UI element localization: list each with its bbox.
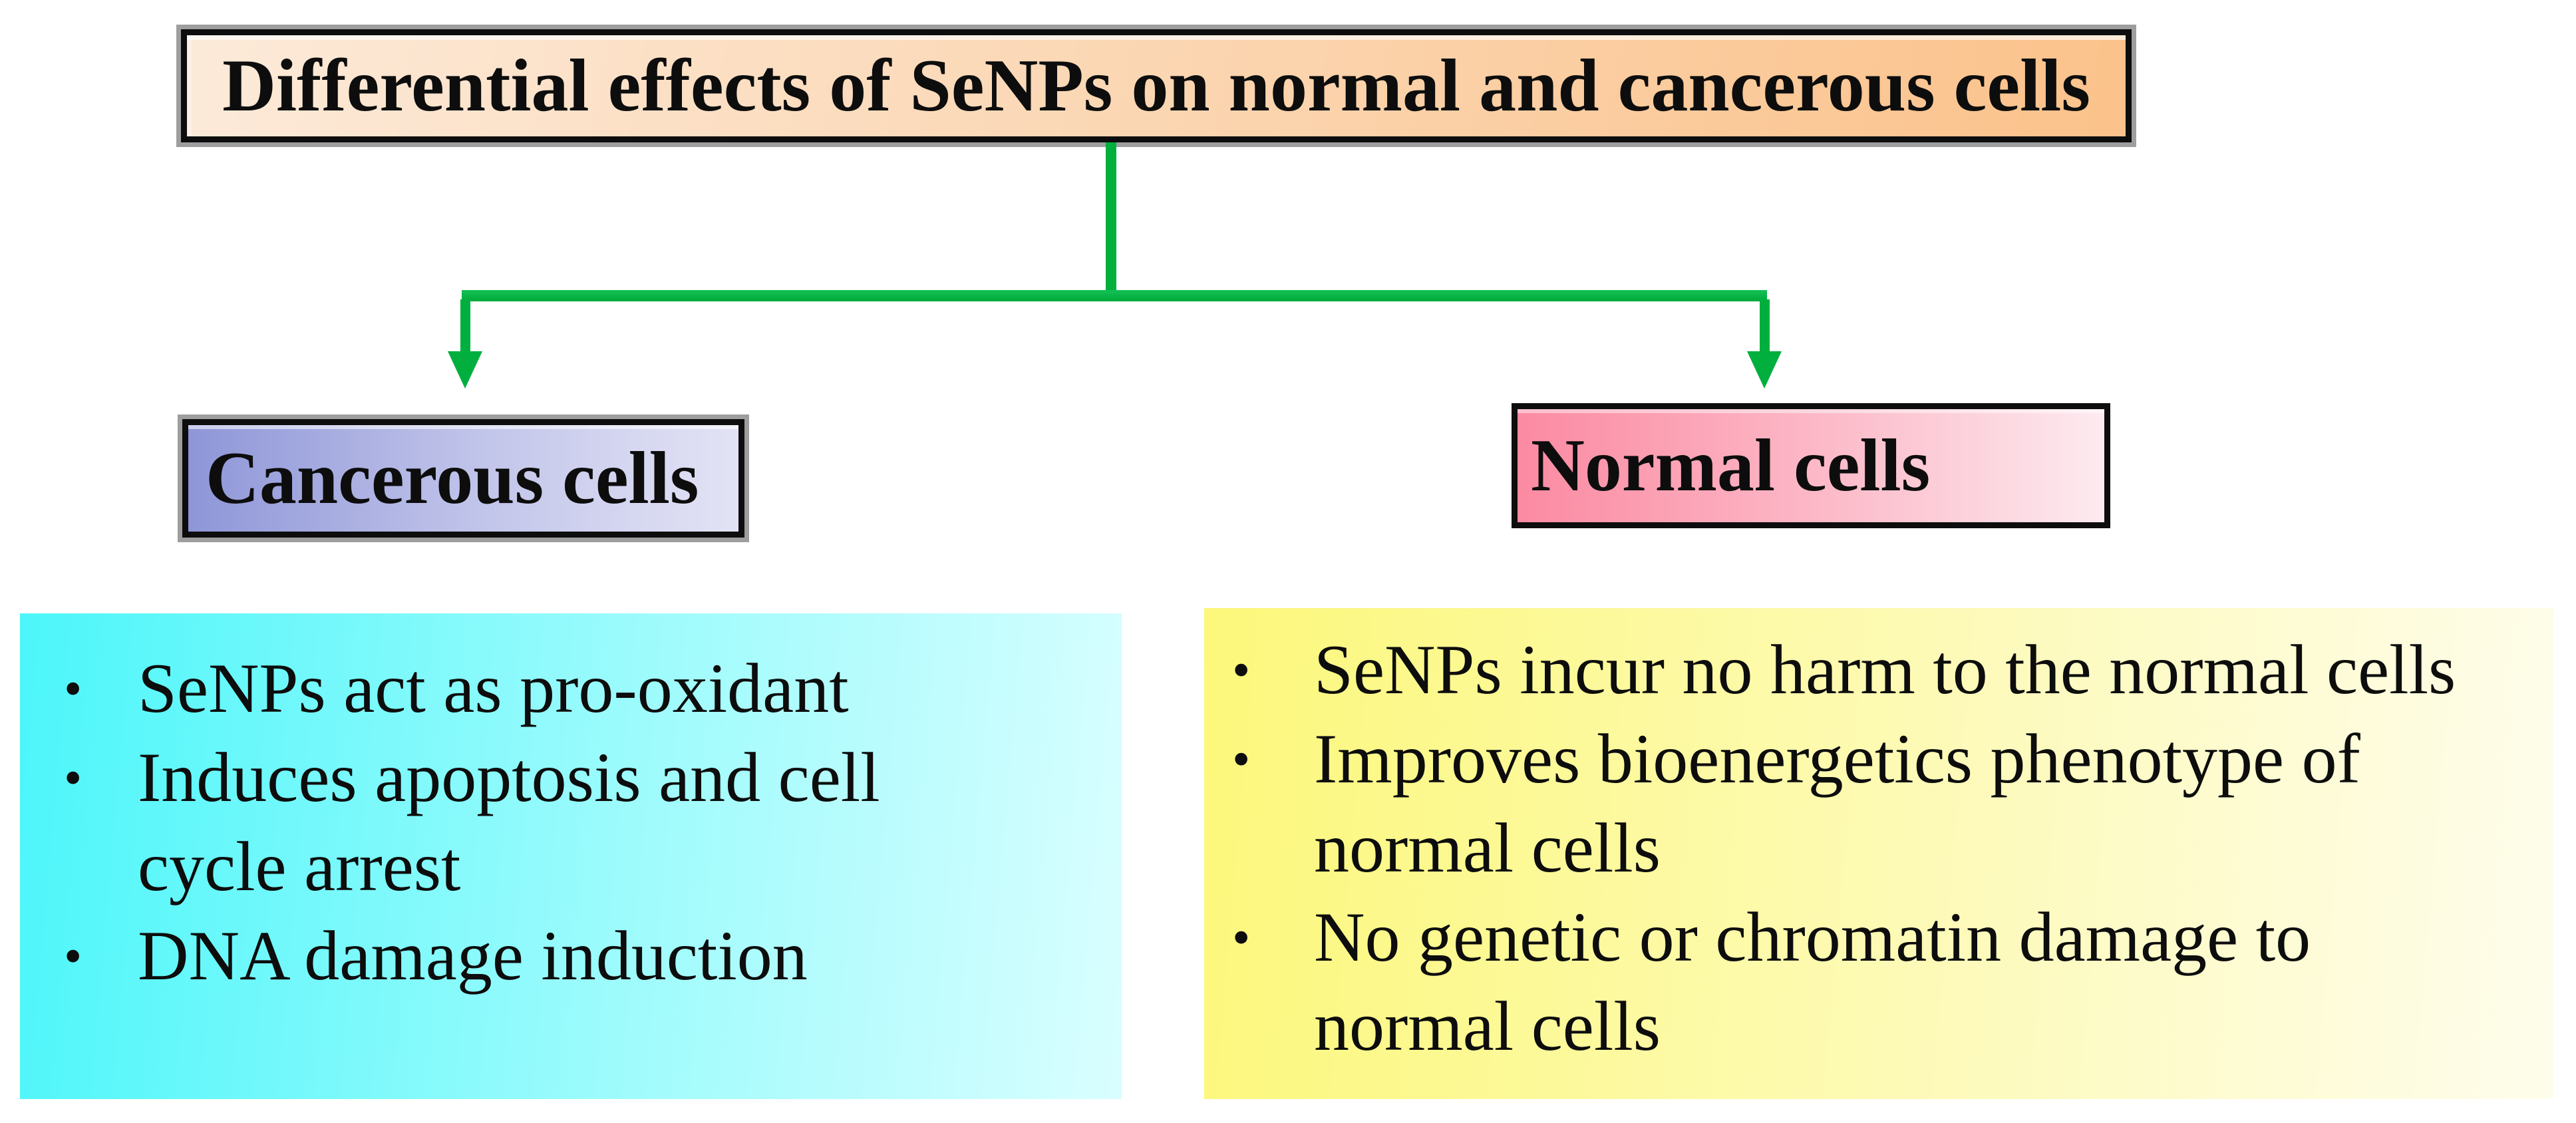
bullet-dot: • <box>1232 908 1251 966</box>
bullet-text: Improves bioenergetics phenotype of norm… <box>1314 720 2360 887</box>
bullet-dot: • <box>64 748 82 806</box>
bullet-item: • No genetic or chromatin damage to norm… <box>1217 893 2533 1071</box>
bullet-item: • SeNPs act as pro-oxidant <box>47 644 1102 733</box>
cancerous-bullet-list: • SeNPs act as pro-oxidant • Induces apo… <box>47 644 1102 1001</box>
down-arrow-icon <box>1747 351 1782 389</box>
connector-drop-right <box>1760 299 1770 355</box>
normal-cells-label: Normal cells <box>1531 424 1931 507</box>
normal-bullet-list: • SeNPs incur no harm to the normal cell… <box>1217 625 2533 1071</box>
bullet-dot: • <box>1232 641 1251 699</box>
bullet-text: Induces apoptosis and cell cycle arrest <box>138 738 880 905</box>
bullet-text: SeNPs act as pro-oxidant <box>138 649 849 727</box>
bullet-dot: • <box>64 659 82 717</box>
connector-bar <box>462 290 1767 301</box>
normal-cells-panel: • SeNPs incur no harm to the normal cell… <box>1204 608 2553 1099</box>
connector-stem <box>1106 142 1116 294</box>
title-box: Differential effects of SeNPs on normal … <box>181 29 2132 142</box>
bullet-item: • SeNPs incur no harm to the normal cell… <box>1217 625 2533 715</box>
bullet-item: • Improves bioenergetics phenotype of no… <box>1217 715 2533 893</box>
bullet-item: • Induces apoptosis and cell cycle arres… <box>47 733 1102 911</box>
bullet-text: No genetic or chromatin damage to normal… <box>1314 898 2311 1065</box>
bullet-text: SeNPs incur no harm to the normal cells <box>1314 631 2456 709</box>
bullet-item: • DNA damage induction <box>47 911 1102 1001</box>
bullet-text: DNA damage induction <box>138 917 808 995</box>
normal-cells-box: Normal cells <box>1512 403 2110 528</box>
bullet-dot: • <box>64 927 82 985</box>
cancerous-cells-panel: • SeNPs act as pro-oxidant • Induces apo… <box>20 613 1122 1099</box>
down-arrow-icon <box>448 351 482 389</box>
page-title: Differential effects of SeNPs on normal … <box>222 44 2090 127</box>
bullet-dot: • <box>1232 730 1251 788</box>
cancerous-cells-box: Cancerous cells <box>182 419 744 538</box>
cancerous-cells-label: Cancerous cells <box>206 436 699 520</box>
connector-drop-left <box>460 299 470 355</box>
